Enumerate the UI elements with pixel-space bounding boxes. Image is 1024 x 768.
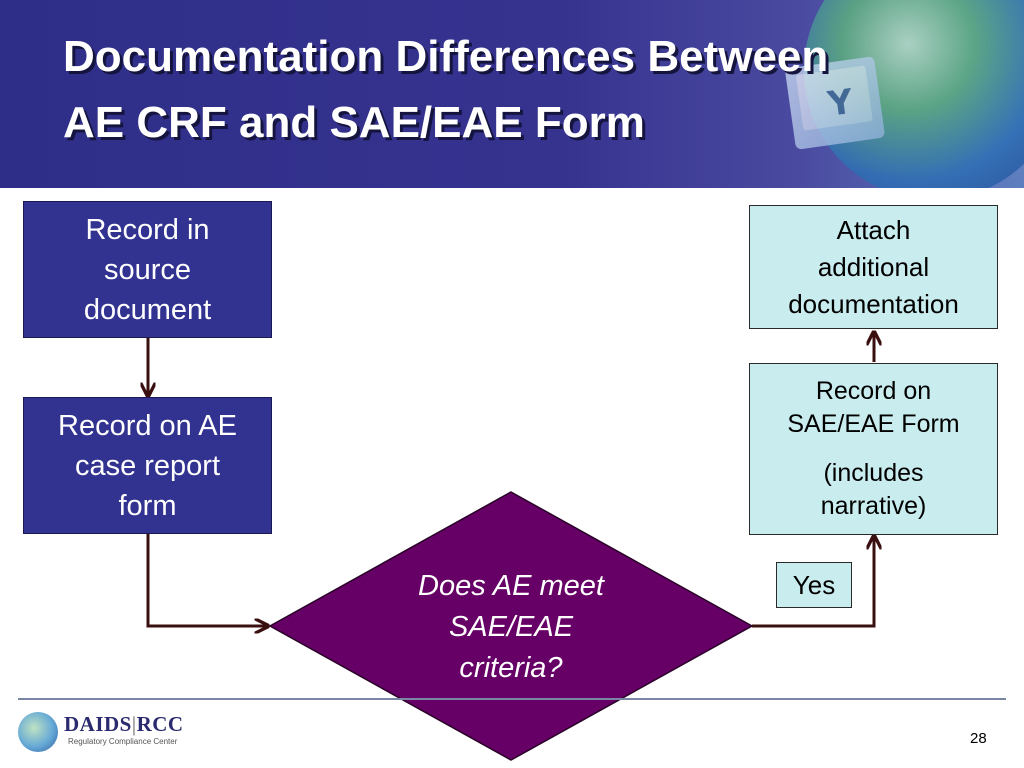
attach-line-2: additional [817, 251, 930, 282]
decision-label: Does AE meet SAE/EAE criteria? [360, 566, 662, 689]
ae-crf-box: Record on AE case report form [23, 397, 272, 534]
title-banner: Y Documentation Differences Between AE C… [0, 0, 1024, 188]
source-document-box: Record in source document [23, 201, 272, 338]
title-line-2: AE CRF and SAE/EAE Form [63, 98, 645, 147]
attach-line-3: documentation [788, 288, 959, 319]
decision-line-2: SAE/EAE [448, 611, 574, 643]
attach-documentation-box: Attach additional documentation [749, 205, 998, 329]
ae-crf-line-3: form [118, 489, 177, 522]
sae-form-note-line-2: narrative) [820, 492, 927, 520]
ae-crf-line-2: case report [74, 449, 221, 482]
ae-crf-line-1: Record on AE [58, 409, 237, 442]
decision-line-1: Does AE meet [418, 570, 604, 602]
daids-globe-icon [18, 712, 58, 752]
sae-form-box: Record on SAE/EAE Form (includes narrati… [749, 363, 998, 535]
slide-title: Documentation Differences Between AE CRF… [63, 24, 963, 156]
sae-form-note-line-1: (includes [823, 459, 924, 487]
arrow-crf-to-decision [146, 534, 268, 626]
source-document-line-2: source [103, 253, 192, 286]
logo-wordmark: DAIDS|RCC [64, 712, 184, 737]
attach-line-1: Attach [836, 214, 911, 245]
sae-form-line-2: SAE/EAE Form [787, 410, 960, 438]
sae-form-line-1: Record on [815, 377, 932, 405]
logo-subtitle: Regulatory Compliance Center [68, 737, 178, 746]
footer-divider [18, 698, 1006, 700]
decision-line-3: criteria? [459, 652, 563, 684]
page-number: 28 [970, 730, 987, 747]
title-line-1: Documentation Differences Between [63, 32, 829, 81]
logo-right: RCC [136, 712, 184, 736]
yes-label: Yes [776, 562, 852, 608]
logo-left: DAIDS [64, 712, 132, 736]
decision-diamond [268, 491, 754, 761]
logo-separator: | [131, 712, 137, 736]
source-document-line-3: document [83, 293, 212, 326]
source-document-line-1: Record in [85, 213, 210, 246]
arrow-decision-to-sae-form [752, 536, 874, 628]
daids-rcc-logo: DAIDS|RCC Regulatory Compliance Center [18, 706, 183, 756]
